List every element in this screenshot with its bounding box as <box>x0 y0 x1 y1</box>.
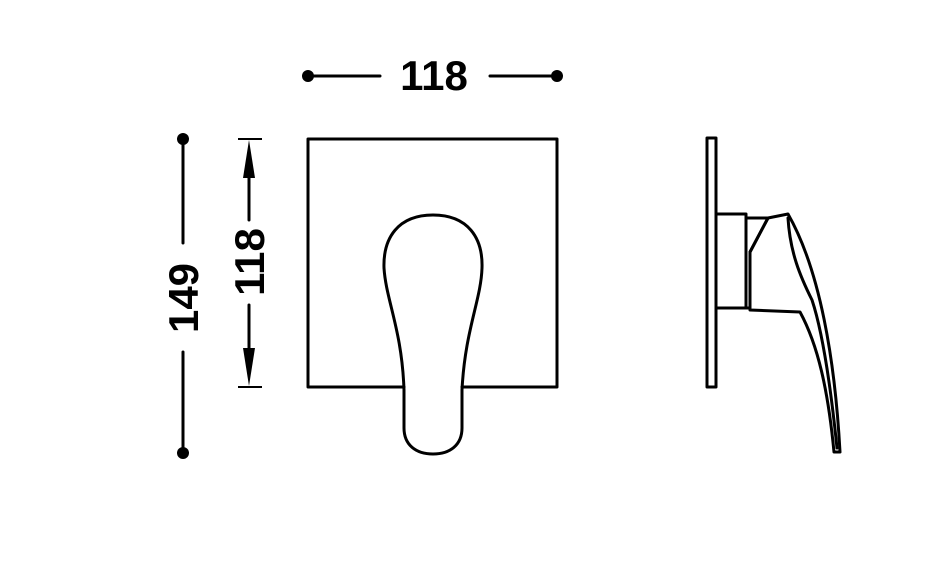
top-width-dimension: 118 <box>302 52 563 99</box>
front-plate-outline <box>306 137 559 389</box>
plate-dim-bottom-arrow <box>243 348 255 386</box>
top-width-label: 118 <box>400 52 468 99</box>
side-lever-inner <box>786 216 839 450</box>
front-view <box>306 137 559 456</box>
side-view <box>705 136 842 454</box>
front-handle-outline <box>382 213 484 456</box>
top-dim-right-dot <box>551 70 563 82</box>
side-lever-outline <box>748 212 842 454</box>
plate-height-label: 118 <box>226 228 273 296</box>
overall-height-label: 149 <box>160 263 207 333</box>
plate-height-dimension: 118 <box>226 138 273 388</box>
overall-height-dimension: 149 <box>160 133 207 459</box>
plate-dim-top-arrow <box>243 140 255 178</box>
overall-dim-bottom-dot <box>177 447 189 459</box>
side-body <box>714 212 748 310</box>
